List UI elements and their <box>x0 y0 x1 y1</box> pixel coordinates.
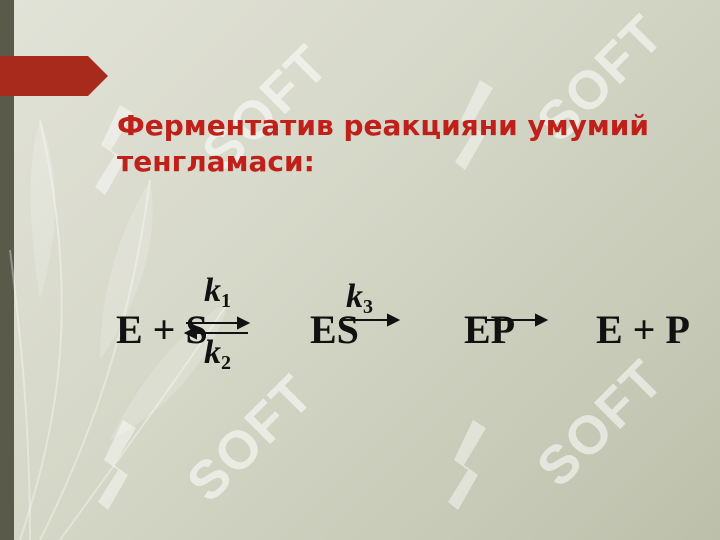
left-border-bar <box>0 0 14 540</box>
rate-constant-k2: k2 <box>204 334 231 374</box>
equation-term-ep: EP <box>464 307 516 352</box>
slide-title: Ферментатив реакцияни умумий тенгламаси: <box>117 108 707 180</box>
equation-term-es: ES <box>310 307 359 352</box>
red-accent-tab <box>0 56 108 96</box>
rate-constant-k1: k1 <box>204 272 231 312</box>
slide-title-line1: Ферментатив реакцияни умумий <box>117 109 649 142</box>
rate-constant-k3: k3 <box>346 278 373 318</box>
equation-term-e-plus-p: E + P <box>596 307 690 352</box>
slide-title-line2: тенгламаси: <box>117 145 315 178</box>
